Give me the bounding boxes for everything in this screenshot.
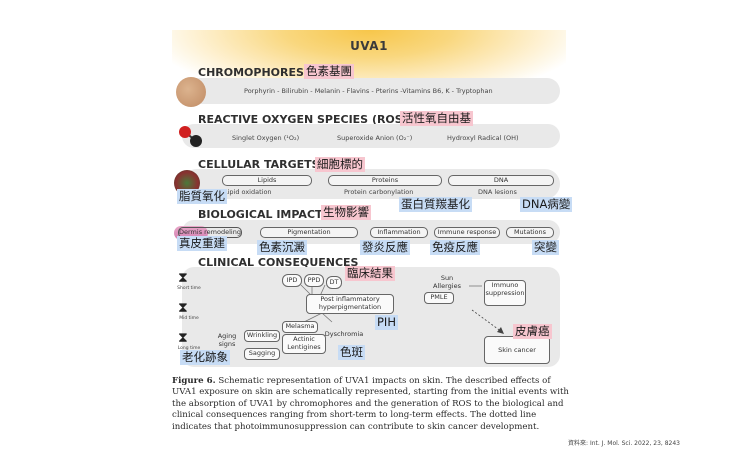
pill-inflammation: Inflammation xyxy=(370,227,428,238)
anno-spots: 色斑 xyxy=(338,345,365,360)
box-dyschromia: Dyschromia xyxy=(324,330,364,338)
anno-biological: 生物影響 xyxy=(321,205,371,220)
anno-aging: 老化跡象 xyxy=(180,350,230,365)
hourglass-short-icon: ⧗ xyxy=(178,270,188,286)
anno-pih: PIH xyxy=(375,315,398,330)
source-citation: 資料來: Int. J. Mol. Sci. 2022, 23, 8243 xyxy=(568,440,680,447)
biological-title: BIOLOGICAL IMPACT xyxy=(198,208,323,221)
hourglass-mid-icon: ⧗ xyxy=(178,300,188,316)
clinical-connectors xyxy=(250,284,504,354)
pill-lipids: Lipids xyxy=(222,175,312,186)
box-aging-signs: Aging signs xyxy=(217,332,237,348)
anno-dna: DNA病變 xyxy=(520,197,573,212)
molecule-icon xyxy=(179,126,202,147)
dna-lesions: DNA lesions xyxy=(478,188,517,196)
anno-dermis: 真皮重建 xyxy=(177,236,227,251)
chromophore-dot-icon xyxy=(176,77,206,107)
time-mid-label: Mid time xyxy=(179,316,199,321)
figure-caption: Figure 6. Schematic representation of UV… xyxy=(172,376,572,433)
box-dt: DT xyxy=(326,276,342,289)
chromophores-list: Porphyrin - Bilirubin - Melanin - Flavin… xyxy=(244,87,493,95)
anno-protein: 蛋白質羰基化 xyxy=(399,197,472,212)
box-ipd: IPD xyxy=(282,274,302,287)
box-post-inflammatory: Post inflammatory hyperpigmentation xyxy=(306,294,394,314)
box-ppd: PPD xyxy=(304,274,324,287)
anno-skin-cancer: 皮膚癌 xyxy=(513,324,552,339)
ros-item-2: Superoxide Anion (O₂⁻) xyxy=(337,134,413,142)
box-melasma: Melasma xyxy=(282,321,318,333)
hourglass-long-icon: ⧗ xyxy=(178,330,188,346)
box-pmle: PMLE xyxy=(424,292,454,304)
pill-dna: DNA xyxy=(448,175,554,186)
box-skin-cancer: Skin cancer xyxy=(484,336,550,364)
anno-inflammation: 發炎反應 xyxy=(360,240,410,255)
pill-immune: Immune response xyxy=(434,227,500,238)
anno-pigmentation: 色素沉澱 xyxy=(257,240,307,255)
protein-carbonylation: Protein carbonylation xyxy=(344,188,414,196)
pill-proteins: Proteins xyxy=(328,175,442,186)
box-sagging: Sagging xyxy=(244,348,280,360)
box-sun-allergies: Sun Allergies xyxy=(433,274,461,290)
anno-clinical: 臨床結果 xyxy=(345,266,395,281)
uva1-title: UVA1 xyxy=(350,39,388,53)
ros-band xyxy=(182,124,560,148)
ros-item-1: Singlet Oxygen (¹O₂) xyxy=(232,134,300,142)
chromophores-band xyxy=(182,78,560,104)
anno-immune: 免疫反應 xyxy=(430,240,480,255)
lipid-oxidation: Lipid oxidation xyxy=(224,188,272,196)
caption-text: Schematic representation of UVA1 impacts… xyxy=(172,376,569,432)
anno-cellular: 細胞標的 xyxy=(315,157,365,172)
time-short-label: Short time xyxy=(177,286,201,291)
box-wrinkling: Wrinkling xyxy=(244,330,280,342)
anno-lipid: 脂質氧化 xyxy=(177,189,227,204)
pill-pigmentation: Pigmentation xyxy=(260,227,358,238)
anno-mutation: 突變 xyxy=(532,240,559,255)
caption-label: Figure 6. xyxy=(172,376,216,386)
box-immunosuppression: Immuno suppression xyxy=(484,280,526,306)
anno-ros: 活性氧自由基 xyxy=(400,111,473,126)
clinical-title: CLINICAL CONSEQUENCES xyxy=(198,256,359,269)
ros-title: REACTIVE OXYGEN SPECIES (ROS) xyxy=(198,113,408,126)
uva1-figure: UVA1 CHROMOPHORES Porphyrin - Bilirubin … xyxy=(172,30,566,368)
cellular-title: CELLULAR TARGETS xyxy=(198,158,320,171)
chromophores-title: CHROMOPHORES xyxy=(198,66,304,79)
pill-mutations: Mutations xyxy=(506,227,554,238)
box-actinic: Actinic Lentigines xyxy=(282,334,326,354)
anno-chromophores: 色素基團 xyxy=(304,64,354,79)
ros-item-3: Hydroxyl Radical (OH) xyxy=(447,134,519,142)
time-long-label: Long time xyxy=(177,346,201,351)
